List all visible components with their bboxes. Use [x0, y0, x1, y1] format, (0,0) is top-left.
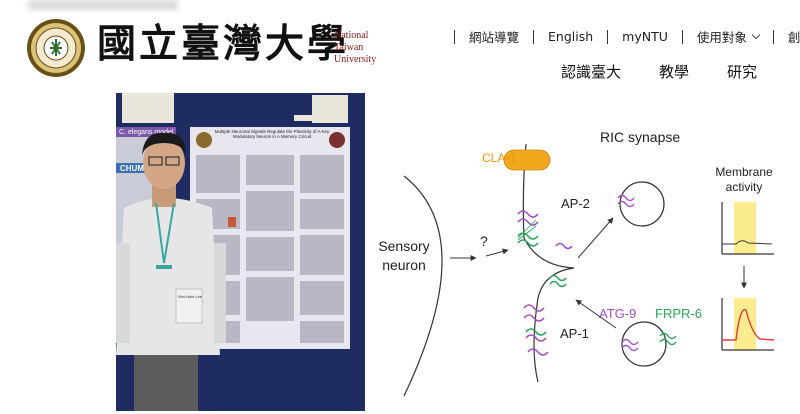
side-poster-brand: CHUM: [120, 164, 144, 173]
ap1-label: AP-1: [560, 326, 589, 341]
note-paper: [312, 95, 348, 123]
note-paper: [122, 93, 174, 123]
nav-divider: [772, 29, 774, 44]
main-nav-about[interactable]: 認識臺大: [561, 63, 622, 81]
nav-divider: [681, 29, 683, 44]
question-mark: ?: [480, 233, 488, 249]
main-nav-research[interactable]: 研究: [727, 63, 758, 81]
nav-english-link[interactable]: English: [548, 29, 594, 44]
side-poster-title: C. elegans model: [119, 129, 174, 136]
university-name-chinese[interactable]: 國立臺灣大學: [97, 21, 350, 67]
chevron-down-icon: [751, 30, 761, 40]
logo-english-line-2: Taiwan: [334, 42, 364, 53]
diagram-title: RIC synapse: [600, 129, 680, 145]
nav-divider: [607, 29, 609, 44]
main-nav: 認識臺大 教學 研究: [561, 61, 757, 82]
activity-plot-before: [721, 202, 774, 255]
name-badge-text: Wei-Hsiu Lee: [178, 294, 203, 299]
atg9-label: ATG-9: [599, 306, 636, 321]
ric-neuron-membrane: [522, 143, 575, 383]
signal-arrow: [485, 248, 509, 257]
sensory-neuron-membrane: [403, 175, 443, 397]
ap2-vesicle: [619, 181, 665, 227]
researcher-photo: C. elegans model CHUM Multiple Neuronal …: [116, 93, 365, 411]
ap1-vesicle: [621, 321, 667, 367]
university-name-english[interactable]: National Taiwan University: [334, 30, 376, 66]
top-utility-nav: 網站導覽 English myNTU 使用對象 創校百: [440, 27, 800, 46]
logo-english-line-3: University: [334, 54, 377, 65]
membrane-label-2: activity: [726, 180, 763, 194]
poster-title: Multiple Neuronal Signals Regulate the P…: [214, 129, 330, 139]
sorting-arrow: [575, 299, 617, 329]
membrane-label-1: Membrane: [715, 165, 773, 179]
logo-english-line-1: National: [334, 30, 369, 41]
frpr6-label: FRPR-6: [655, 306, 702, 321]
endocytosis-arrow: [577, 217, 614, 259]
name-badge: [175, 288, 203, 324]
ntu-seal-logo[interactable]: [26, 18, 86, 78]
nav-sitemap-link[interactable]: 網站導覽: [469, 30, 520, 45]
ap2-label: AP-2: [561, 196, 590, 211]
nav-audience-dropdown[interactable]: 使用對象: [696, 27, 761, 46]
nav-audience-label: 使用對象: [696, 30, 747, 45]
main-nav-teaching[interactable]: 教學: [659, 63, 690, 81]
nav-myntu-link[interactable]: myNTU: [622, 29, 668, 44]
nav-divider: [533, 29, 535, 44]
sensory-label-2: neuron: [382, 257, 426, 273]
cla1-protein: [503, 149, 551, 171]
ric-synapse-diagram: Sensory neuron ? RIC synapse CLA-1: [368, 120, 800, 414]
nav-centennial-link[interactable]: 創校百: [787, 30, 800, 45]
nav-divider: [454, 29, 455, 44]
sensory-label-1: Sensory: [378, 238, 429, 254]
activity-plot-after: [721, 298, 775, 351]
cla1-label: CLA-1: [482, 151, 516, 165]
person: Wei-Hsiu Lee: [116, 132, 226, 411]
blurred-top-bar: [28, 0, 178, 10]
